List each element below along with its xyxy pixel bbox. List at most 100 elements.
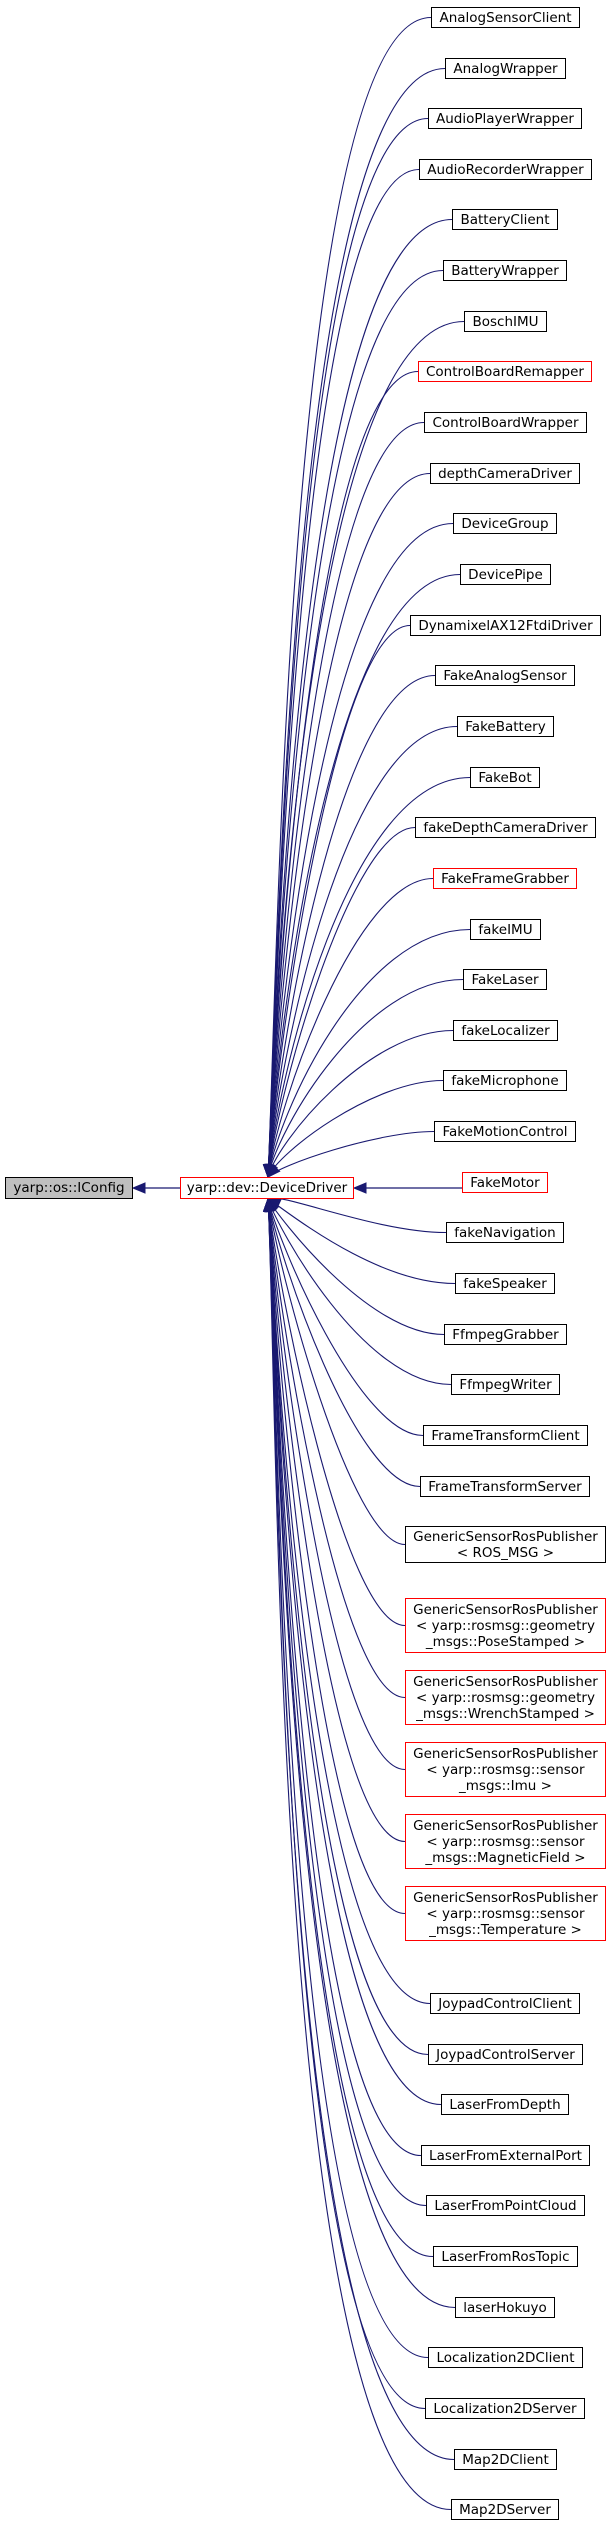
inheritance-edge	[267, 725, 458, 1178]
derived-class-node[interactable]: FakeMotionControl	[434, 1121, 576, 1142]
inheritance-edge	[267, 522, 454, 1178]
class-name-line: fakeIMU	[478, 921, 533, 938]
class-name-line: FakeFrameGrabber	[441, 870, 569, 887]
class-name-line: ControlBoardWrapper	[432, 414, 579, 431]
inheritance-edge	[267, 674, 436, 1178]
class-name-line: LaserFromDepth	[449, 2096, 561, 2113]
inheritance-edge	[267, 421, 425, 1178]
derived-class-node[interactable]: fakeMicrophone	[443, 1070, 567, 1091]
class-name-line: JoypadControlClient	[438, 1995, 572, 2012]
derived-class-node[interactable]: fakeIMU	[470, 919, 541, 940]
inheritance-edge	[267, 877, 434, 1178]
class-name-line: < yarp::rosmsg::geometry	[416, 1689, 595, 1706]
inheritance-edge	[267, 1198, 406, 1627]
derived-class-node[interactable]: BatteryClient	[452, 209, 558, 230]
class-name-line: fakeNavigation	[454, 1224, 556, 1241]
class-name-line: GenericSensorRosPublisher	[413, 1673, 598, 1690]
class-name-line: GenericSensorRosPublisher	[413, 1817, 598, 1834]
derived-class-node[interactable]: DevicePipe	[460, 564, 551, 585]
inheritance-edge	[267, 573, 461, 1178]
base-class-node[interactable]: yarp::dev::DeviceDriver	[180, 1177, 354, 1199]
derived-class-node[interactable]: FakeMotor	[462, 1172, 548, 1193]
class-name-line: depthCameraDriver	[438, 465, 572, 482]
inheritance-edge	[267, 1079, 444, 1178]
derived-class-node[interactable]: Localization2DClient	[428, 2347, 583, 2368]
inheritance-edge	[267, 624, 411, 1178]
derived-class-node[interactable]: LaserFromPointCloud	[426, 2195, 585, 2216]
derived-class-node[interactable]: BatteryWrapper	[443, 260, 567, 281]
class-name-line: laserHokuyo	[463, 2299, 547, 2316]
derived-class-node[interactable]: FakeLaser	[463, 969, 547, 990]
derived-class-node[interactable]: AudioPlayerWrapper	[428, 108, 582, 129]
class-name-line: FakeAnalogSensor	[443, 667, 567, 684]
class-name-line: GenericSensorRosPublisher	[413, 1745, 598, 1762]
derived-class-node[interactable]: Map2DClient	[454, 2449, 557, 2470]
derived-class-node[interactable]: fakeLocalizer	[453, 1020, 558, 1041]
class-name-line: AudioRecorderWrapper	[427, 161, 584, 178]
derived-class-node[interactable]: FfmpegWriter	[451, 1374, 560, 1395]
derived-class-node[interactable]: FfmpegGrabber	[444, 1324, 567, 1345]
derived-class-node[interactable]: FakeAnalogSensor	[435, 665, 575, 686]
derived-class-node[interactable]: JoypadControlServer	[428, 2044, 583, 2065]
derived-class-node[interactable]: FakeBattery	[457, 716, 554, 737]
derived-class-node[interactable]: LaserFromExternalPort	[421, 2145, 590, 2166]
inheritance-edge	[267, 1198, 406, 1915]
class-name-line: GenericSensorRosPublisher	[413, 1601, 598, 1618]
derived-class-node[interactable]: FrameTransformServer	[420, 1476, 590, 1497]
derived-class-node[interactable]: GenericSensorRosPublisher< yarp::rosmsg:…	[405, 1814, 606, 1869]
class-name-line: FakeBot	[478, 769, 532, 786]
class-name-line: < yarp::rosmsg::sensor	[426, 1905, 585, 1922]
derived-class-node[interactable]: FrameTransformClient	[423, 1425, 588, 1446]
class-name-line: AnalogWrapper	[453, 60, 558, 77]
derived-class-node[interactable]: GenericSensorRosPublisher< yarp::rosmsg:…	[405, 1886, 606, 1941]
derived-class-node[interactable]: GenericSensorRosPublisher< yarp::rosmsg:…	[405, 1598, 606, 1653]
derived-class-node[interactable]: LaserFromRosTopic	[433, 2246, 578, 2267]
class-name-line: FfmpegGrabber	[452, 1326, 559, 1343]
derived-class-node[interactable]: GenericSensorRosPublisher< ROS_MSG >	[405, 1526, 606, 1563]
derived-class-node[interactable]: FakeBot	[470, 767, 540, 788]
derived-class-node[interactable]: BoschIMU	[464, 311, 547, 332]
inheritance-edge	[267, 472, 431, 1178]
derived-class-node[interactable]: GenericSensorRosPublisher< yarp::rosmsg:…	[405, 1670, 606, 1725]
edge-arrowhead	[262, 1197, 275, 1212]
derived-class-node[interactable]: Map2DServer	[451, 2499, 559, 2520]
class-name-line: < yarp::rosmsg::sensor	[426, 1833, 585, 1850]
derived-class-node[interactable]: AnalogWrapper	[445, 58, 566, 79]
derived-class-node[interactable]: laserHokuyo	[455, 2297, 555, 2318]
inheritance-edge	[267, 1198, 429, 2056]
inheritance-edge	[267, 1197, 447, 1234]
derived-class-node[interactable]: fakeSpeaker	[455, 1273, 555, 1294]
derived-class-node[interactable]: GenericSensorRosPublisher< yarp::rosmsg:…	[405, 1742, 606, 1797]
class-name-line: _msgs::PoseStamped >	[425, 1633, 586, 1650]
derived-class-node[interactable]: FakeFrameGrabber	[433, 868, 577, 889]
inheritance-edge	[267, 826, 416, 1178]
class-name-line: < yarp::rosmsg::sensor	[426, 1761, 585, 1778]
derived-class-node[interactable]: Localization2DServer	[425, 2398, 585, 2419]
inheritance-edge	[267, 776, 471, 1178]
class-name-line: BatteryWrapper	[451, 262, 559, 279]
derived-class-node[interactable]: AnalogSensorClient	[431, 7, 580, 28]
class-name-line: Map2DClient	[462, 2451, 549, 2468]
derived-class-node[interactable]: AudioRecorderWrapper	[419, 159, 592, 180]
inheritance-edge	[267, 978, 464, 1178]
class-name-line: BoschIMU	[472, 313, 539, 330]
derived-class-node[interactable]: LaserFromDepth	[441, 2094, 569, 2115]
inheritance-edge	[267, 1198, 424, 1437]
class-name-line: FakeMotionControl	[442, 1123, 568, 1140]
root-class-node[interactable]: yarp::os::IConfig	[5, 1177, 133, 1199]
class-name-line: LaserFromPointCloud	[434, 2197, 577, 2214]
derived-class-node[interactable]: DeviceGroup	[453, 513, 557, 534]
inheritance-edges	[131, 16, 471, 2511]
inheritance-edge	[267, 1029, 454, 1178]
derived-class-node[interactable]: DynamixelAX12FtdiDriver	[410, 615, 601, 636]
derived-class-node[interactable]: JoypadControlClient	[430, 1993, 580, 2014]
derived-class-node[interactable]: depthCameraDriver	[430, 463, 580, 484]
inheritance-edge	[267, 1198, 421, 1488]
class-name-line: _msgs::Imu >	[459, 1777, 552, 1794]
derived-class-node[interactable]: ControlBoardWrapper	[424, 412, 587, 433]
inheritance-edge	[267, 370, 419, 1178]
derived-class-node[interactable]: ControlBoardRemapper	[418, 361, 592, 382]
derived-class-node[interactable]: fakeDepthCameraDriver	[415, 817, 596, 838]
derived-class-node[interactable]: fakeNavigation	[446, 1222, 564, 1243]
